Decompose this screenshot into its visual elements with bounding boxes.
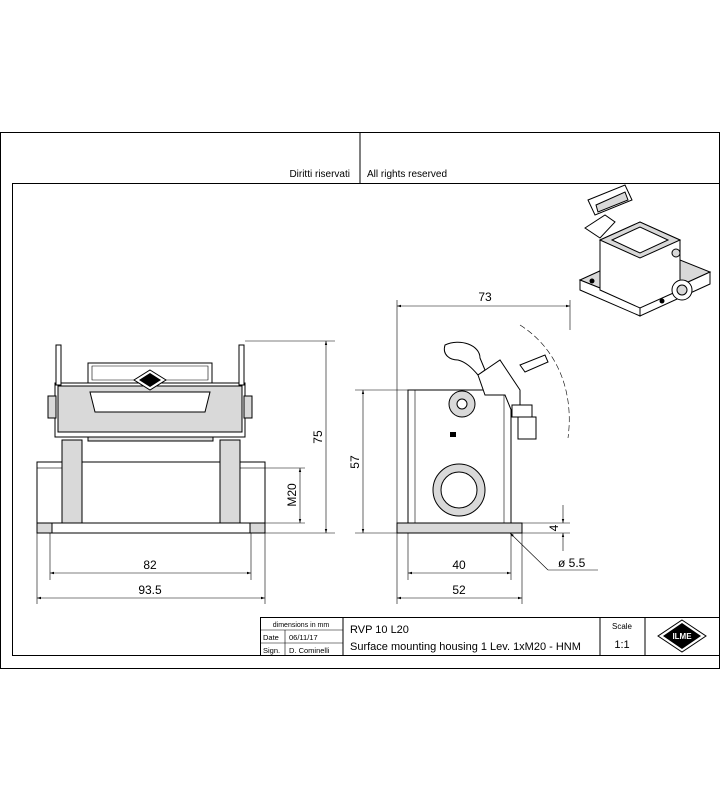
- rights-reserved-en: All rights reserved: [367, 169, 447, 180]
- side-dimensions: 73 57 4 ø 5.5 40 52: [348, 290, 598, 604]
- part-description: Surface mounting housing 1 Lev. 1xM20 - …: [350, 641, 581, 653]
- side-view: [396, 324, 570, 534]
- dim-top-width-73: 73: [478, 290, 492, 304]
- isometric-view: [578, 184, 712, 317]
- dim-base-4: 4: [547, 524, 561, 531]
- logo-text: ILME: [672, 632, 692, 641]
- dim-m20: M20: [285, 483, 299, 507]
- dim-span-93-5: 93.5: [138, 583, 162, 597]
- sign-value: D. Cominelli: [289, 646, 330, 655]
- dim-span-40: 40: [452, 558, 466, 572]
- dim-span-52: 52: [452, 583, 466, 597]
- date-label: Date: [263, 633, 279, 642]
- rights-reserved-it: Diritti riservati: [289, 169, 350, 180]
- scale-value: 1:1: [614, 639, 629, 651]
- units-note: dimensions in mm: [273, 622, 330, 629]
- dim-height-75: 75: [311, 430, 325, 444]
- sign-label: Sign.: [263, 646, 280, 655]
- scale-label: Scale: [612, 622, 633, 631]
- ilme-logo-icon: [657, 619, 707, 653]
- dim-height-57: 57: [348, 455, 362, 469]
- date-value: 06/11/17: [289, 633, 318, 642]
- front-post-right: [219, 439, 241, 524]
- front-base-plate: [36, 522, 266, 534]
- title-block: dimensions in mm Date 06/11/17 Sign. D. …: [260, 617, 720, 656]
- side-base-plate: [396, 522, 523, 534]
- dim-span-82: 82: [143, 558, 157, 572]
- part-code: RVP 10 L20: [350, 624, 409, 636]
- dim-hole-5-5: ø 5.5: [558, 556, 586, 570]
- front-view: [36, 344, 266, 534]
- front-post-left: [61, 439, 83, 524]
- side-lever: [443, 341, 486, 376]
- front-dimensions: 75 M20 82 93.5: [36, 340, 335, 604]
